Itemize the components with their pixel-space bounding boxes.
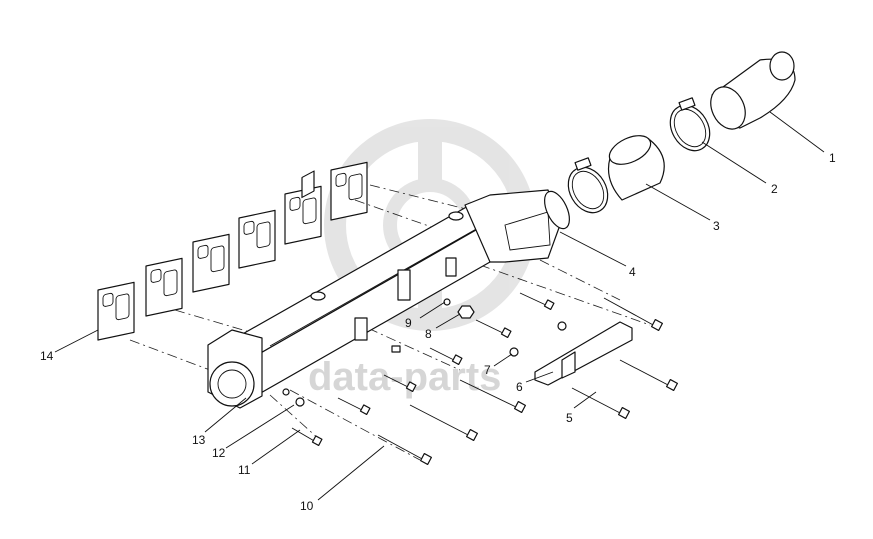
manifold-body bbox=[207, 170, 570, 409]
callout-12: 12 bbox=[212, 446, 226, 460]
elbow-hose bbox=[710, 51, 796, 130]
callout-11: 11 bbox=[238, 463, 251, 477]
short-bolts bbox=[291, 292, 555, 447]
callout-4: 4 bbox=[629, 265, 636, 279]
hose-clamp bbox=[669, 97, 711, 152]
callout-2: 2 bbox=[771, 182, 778, 196]
hose-sleeve bbox=[607, 135, 665, 201]
callout-6: 6 bbox=[516, 380, 523, 394]
hose-clamp-small bbox=[567, 157, 609, 214]
gasket bbox=[145, 257, 183, 317]
callout-labels: 1 2 3 4 5 6 7 8 9 10 11 12 13 14 bbox=[40, 151, 836, 513]
gasket bbox=[330, 161, 368, 221]
callout-3: 3 bbox=[713, 219, 720, 233]
gasket bbox=[238, 209, 276, 269]
support-bracket bbox=[534, 321, 633, 386]
callout-1: 1 bbox=[829, 151, 836, 165]
callout-5: 5 bbox=[566, 411, 573, 425]
gasket-set bbox=[97, 161, 368, 341]
gasket bbox=[192, 233, 230, 293]
watermark-text: data-parts bbox=[308, 355, 501, 399]
callout-14: 14 bbox=[40, 349, 54, 363]
callout-8: 8 bbox=[425, 327, 432, 341]
callout-9: 9 bbox=[405, 316, 412, 330]
callout-7: 7 bbox=[484, 363, 491, 377]
callout-13: 13 bbox=[192, 433, 206, 447]
long-bolts bbox=[377, 297, 679, 466]
gasket bbox=[97, 281, 135, 341]
leader-lines bbox=[54, 111, 825, 501]
callout-10: 10 bbox=[300, 499, 314, 513]
